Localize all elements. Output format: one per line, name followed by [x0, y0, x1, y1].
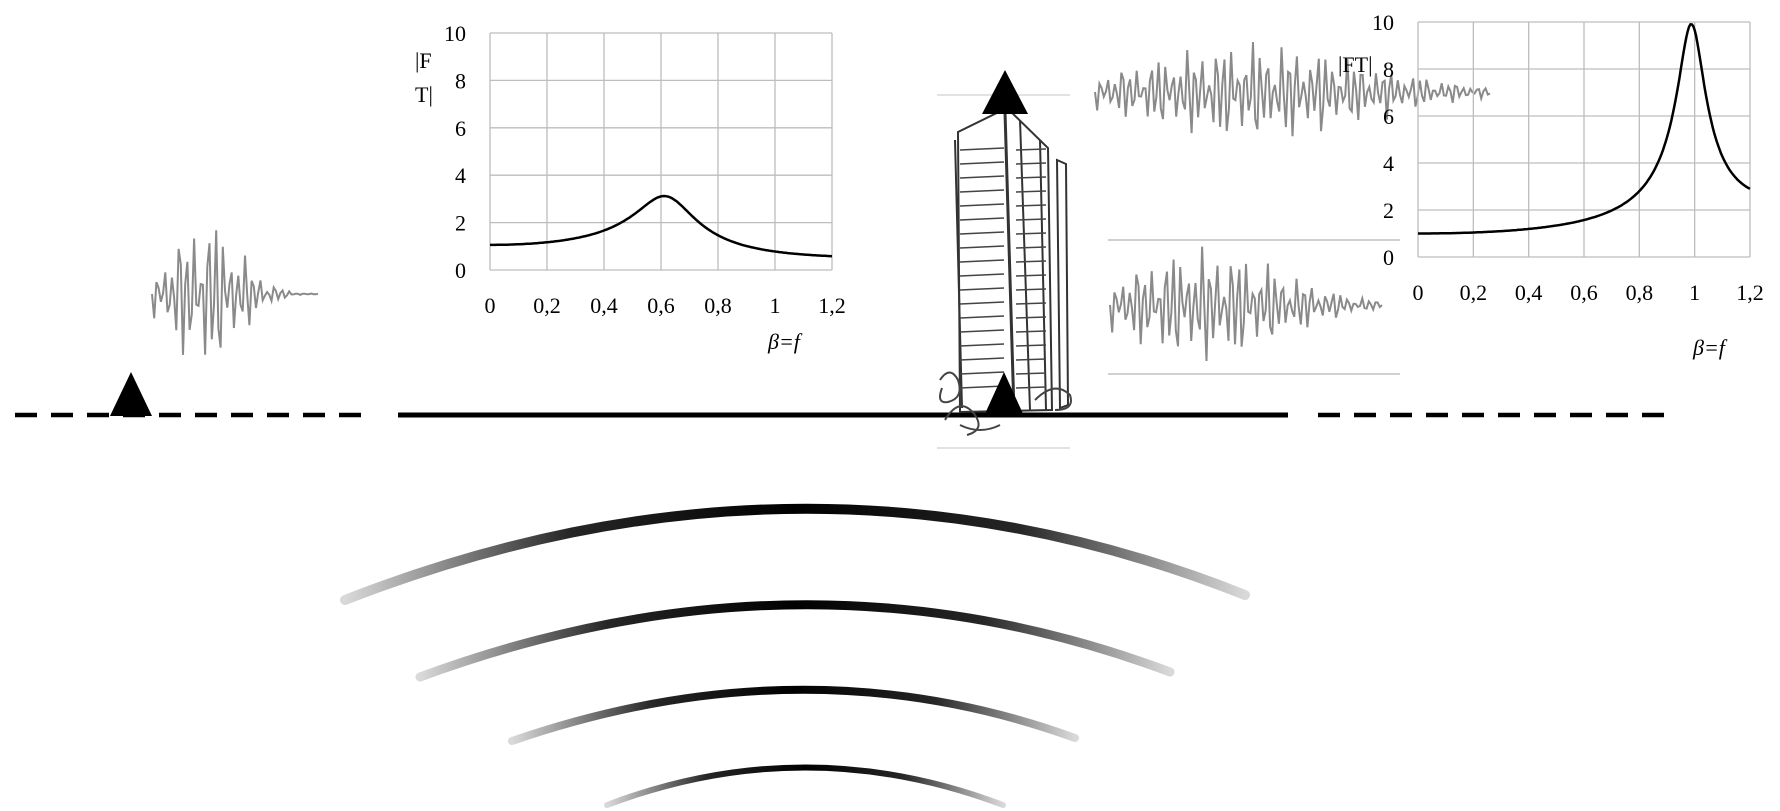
- floor-line: [959, 315, 1005, 319]
- floor-line: [959, 273, 1005, 277]
- floor-line: [1015, 176, 1047, 179]
- transfer-function-curve: [1418, 22, 1751, 235]
- y-tick-label: 6: [455, 116, 466, 141]
- floor-line: [959, 189, 1005, 193]
- station-triangle-icon: [984, 372, 1024, 416]
- transfer-function-chart-ground: 0 0,2 0,4 0,6 0,8 1 1,2 0 2 4 6 8 10 |F T| β=f: [415, 21, 846, 354]
- floor-line: [1015, 386, 1047, 389]
- x-axis-label: β=f: [767, 329, 803, 354]
- y-axis-label: |FT|: [1338, 52, 1372, 77]
- x-tick-label: 1: [770, 293, 781, 318]
- x-tick-label: 1: [1689, 280, 1700, 305]
- x-tick-labels: 0 0,2 0,4 0,6 0,8 1 1,2: [1413, 280, 1764, 305]
- floor-line: [1015, 232, 1047, 235]
- x-tick-labels: 0 0,2 0,4 0,6 0,8 1 1,2: [485, 293, 846, 318]
- floor-line: [1015, 246, 1047, 249]
- transfer-function-chart-building: 0 0,2 0,4 0,6 0,8 1 1,2 0 2 4 6 8 10 |FT| β=f: [1338, 10, 1764, 360]
- x-tick-label: 0,8: [704, 293, 732, 318]
- seismogram-free-field: [151, 230, 319, 355]
- x-tick-label: 0,6: [647, 293, 675, 318]
- floor-line: [1015, 344, 1047, 347]
- floor-line: [1015, 218, 1047, 221]
- x-tick-label: 0: [485, 293, 496, 318]
- floor-line: [1015, 316, 1047, 319]
- seismogram-trace: [1109, 246, 1383, 362]
- floor-line: [959, 203, 1005, 207]
- floor-line: [1015, 260, 1047, 263]
- floor-line: [959, 329, 1005, 333]
- floor-line: [959, 245, 1005, 249]
- y-tick-label: 0: [1383, 245, 1394, 270]
- building-sketch-icon: [937, 94, 1072, 449]
- floor-line: [959, 287, 1005, 291]
- y-tick-label: 4: [1383, 151, 1394, 176]
- y-tick-label: 0: [455, 258, 466, 283]
- chart-grid: [489, 32, 833, 271]
- floor-line: [1015, 162, 1047, 165]
- floor-line: [1015, 148, 1047, 151]
- wavefront-arc-2: [415, 600, 1175, 682]
- floor-line: [1015, 330, 1047, 333]
- floor-line: [1015, 302, 1047, 305]
- station-triangle-icon: [110, 372, 152, 416]
- y-tick-label: 10: [444, 21, 466, 46]
- wavefront-arc-3: [508, 685, 1079, 745]
- y-tick-labels: 0 2 4 6 8 10: [444, 21, 466, 283]
- x-tick-label: 0: [1413, 280, 1424, 305]
- seismogram-building-base: [1108, 239, 1400, 375]
- floor-line: [1015, 372, 1047, 375]
- floor-line: [959, 147, 1005, 151]
- floor-line: [959, 371, 1005, 375]
- seismogram-trace: [151, 230, 319, 355]
- x-tick-label: 1,2: [1736, 280, 1764, 305]
- y-tick-label: 2: [1383, 198, 1394, 223]
- floor-line: [1015, 190, 1047, 193]
- floor-line: [959, 231, 1005, 235]
- y-tick-label: 4: [455, 163, 466, 188]
- x-axis-label: β=f: [1692, 335, 1728, 360]
- floor-line: [1015, 358, 1047, 361]
- x-tick-label: 0,2: [533, 293, 561, 318]
- transfer-function-curve: [490, 194, 833, 258]
- station-triangle-icon: [982, 70, 1028, 114]
- floor-line: [1015, 288, 1047, 291]
- y-axis-label-line-2: T|: [415, 82, 433, 107]
- floor-line: [959, 301, 1005, 305]
- floor-line: [959, 357, 1005, 361]
- x-tick-label: 0,6: [1570, 280, 1598, 305]
- seismogram-trace: [1094, 42, 1491, 137]
- y-tick-label: 6: [1383, 104, 1394, 129]
- seismic-wavefronts: [340, 503, 1250, 808]
- wavefront-arc-4: [604, 764, 1006, 808]
- y-tick-labels: 0 2 4 6 8 10: [1372, 10, 1394, 270]
- wavefront-arc-1: [340, 503, 1250, 605]
- floor-line: [959, 161, 1005, 165]
- x-tick-label: 0,4: [1515, 280, 1543, 305]
- station-markers: [110, 70, 1028, 416]
- floor-line: [959, 175, 1005, 179]
- chart-grid: [1417, 21, 1751, 258]
- floor-line: [1015, 274, 1047, 277]
- y-tick-label: 8: [455, 68, 466, 93]
- building-floor-lines: [959, 147, 1047, 389]
- x-tick-label: 0,4: [590, 293, 618, 318]
- seismogram-building-top: [1094, 42, 1491, 137]
- x-tick-label: 0,2: [1460, 280, 1488, 305]
- y-tick-label: 10: [1372, 10, 1394, 35]
- y-axis-label-line-1: |F: [415, 48, 432, 73]
- floor-line: [959, 259, 1005, 263]
- x-tick-label: 1,2: [818, 293, 846, 318]
- y-tick-label: 2: [455, 211, 466, 236]
- y-tick-label: 8: [1383, 57, 1394, 82]
- floor-line: [959, 217, 1005, 221]
- floor-line: [959, 343, 1005, 347]
- x-tick-label: 0,8: [1626, 280, 1654, 305]
- floor-line: [959, 385, 1005, 389]
- floor-line: [1015, 204, 1047, 207]
